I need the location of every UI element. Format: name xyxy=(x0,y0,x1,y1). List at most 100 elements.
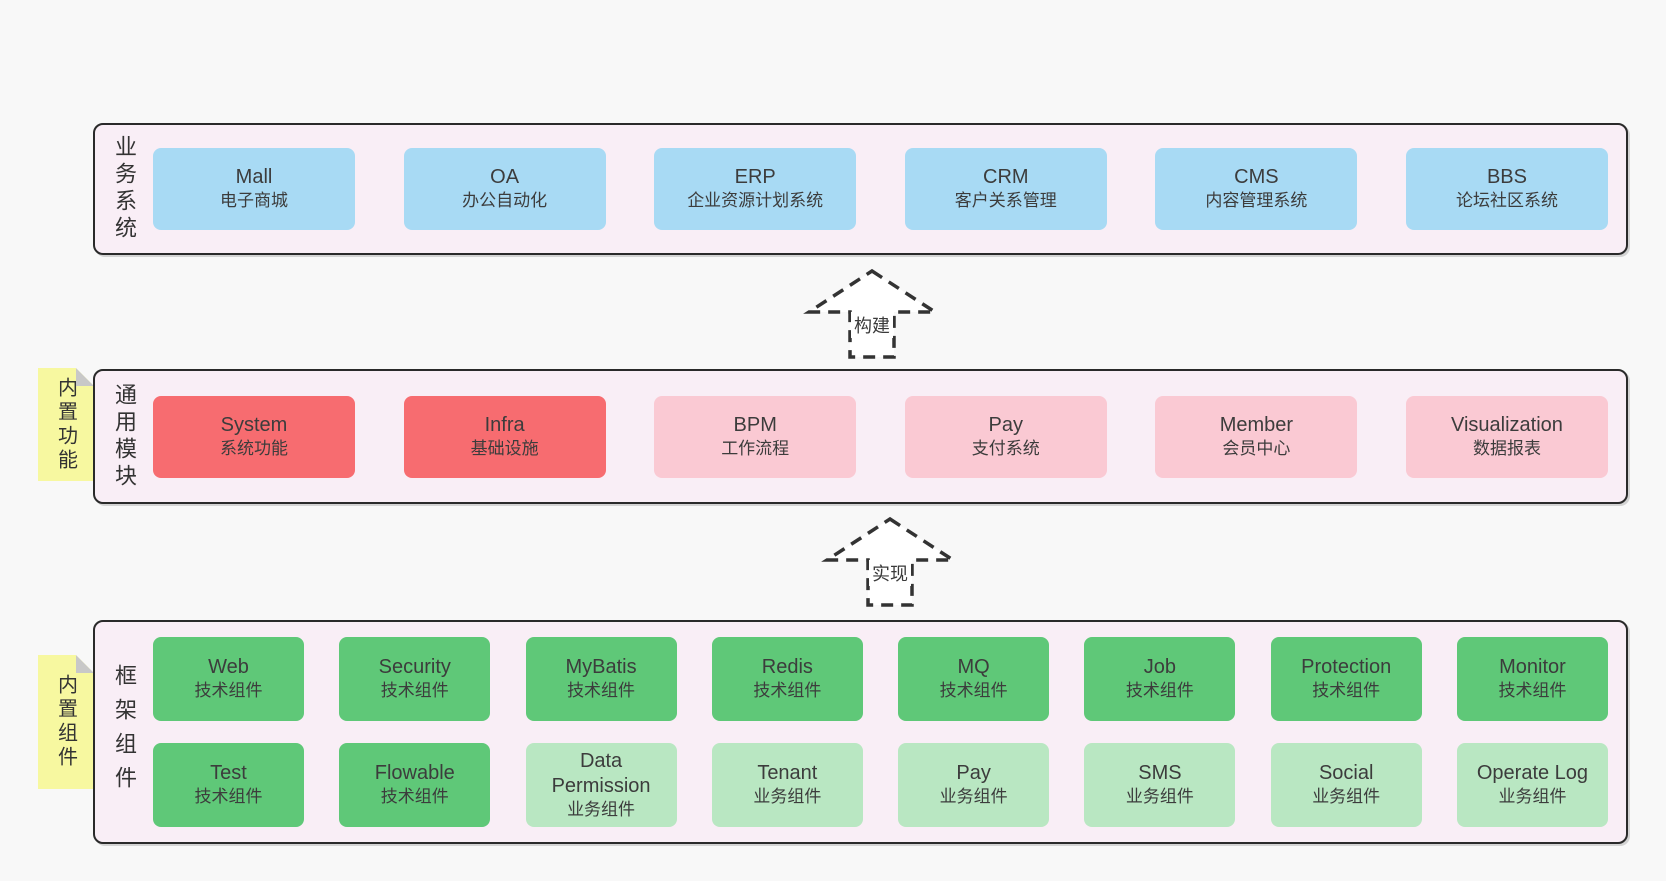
box-subtitle: 技术组件 xyxy=(567,681,636,701)
box-title: Member xyxy=(1219,413,1294,436)
sticky-note-label: 内置功能 xyxy=(54,376,77,473)
box-subtitle: 技术组件 xyxy=(1312,681,1381,701)
box-subtitle: 支付系统 xyxy=(971,438,1040,458)
box-subtitle: 技术组件 xyxy=(380,681,449,701)
box-title: Monitor xyxy=(1499,656,1566,679)
arrow-build: 构建 xyxy=(802,268,942,360)
box-subtitle: 技术组件 xyxy=(194,787,263,807)
box-title: Redis xyxy=(761,656,813,679)
box-title: Operate Log xyxy=(1476,762,1589,785)
box-subtitle: 数据报表 xyxy=(1472,438,1541,458)
box-title: Social xyxy=(1318,762,1374,785)
box-title: Protection xyxy=(1301,656,1392,679)
box-subtitle: 业务组件 xyxy=(567,799,636,819)
layer-title: 通用模块 xyxy=(112,382,137,491)
box-subtitle: 业务组件 xyxy=(1125,787,1194,807)
box-title: Infra xyxy=(484,413,525,436)
box-subtitle: 技术组件 xyxy=(753,681,822,701)
box-subtitle: 工作流程 xyxy=(721,438,790,458)
box-title: Data Permission xyxy=(551,749,651,797)
box-subtitle: 客户关系管理 xyxy=(954,191,1057,211)
box-subtitle: 业务组件 xyxy=(1312,787,1381,807)
box-subtitle: 技术组件 xyxy=(380,787,449,807)
box-title: BPM xyxy=(733,413,777,436)
arrow-build-label: 构建 xyxy=(851,312,893,338)
box-title: OA xyxy=(490,166,520,189)
box-title: SMS xyxy=(1138,762,1182,785)
layer-label-column: 业务系统 xyxy=(95,125,153,253)
box-subtitle: 办公自动化 xyxy=(462,191,548,211)
box-title: Pay xyxy=(988,413,1024,436)
arrow-implement-label: 实现 xyxy=(869,560,911,586)
box-title: Flowable xyxy=(374,762,455,785)
box-title: System xyxy=(220,413,288,436)
sticky-note-builtin-features: 内置功能 xyxy=(38,368,94,481)
layer-title: 业务系统 xyxy=(112,135,137,243)
box-subtitle: 技术组件 xyxy=(939,681,1008,701)
box-title: CMS xyxy=(1234,166,1279,189)
box-title: Web xyxy=(208,656,249,679)
box-subtitle: 论坛社区系统 xyxy=(1455,191,1558,211)
box-subtitle: 业务组件 xyxy=(753,787,822,807)
box-title: MyBatis xyxy=(565,656,637,679)
box-subtitle: 会员中心 xyxy=(1222,438,1291,458)
box-title: Security xyxy=(378,656,451,679)
box-title: CRM xyxy=(983,166,1029,189)
box-title: Job xyxy=(1143,656,1177,679)
box-title: Test xyxy=(210,762,247,785)
box-subtitle: 业务组件 xyxy=(939,787,1008,807)
box-subtitle: 业务组件 xyxy=(1498,787,1567,807)
sticky-note-label: 内置组件 xyxy=(54,674,77,770)
box-subtitle: 基础设施 xyxy=(470,438,539,458)
box-title: Tenant xyxy=(757,762,818,785)
box-subtitle: 系统功能 xyxy=(220,438,288,458)
note-fold-icon xyxy=(76,655,94,673)
box-title: ERP xyxy=(734,166,776,189)
layer-label-column: 框架组件 xyxy=(95,622,153,842)
note-fold-icon xyxy=(76,368,94,386)
box-title: BBS xyxy=(1486,166,1527,189)
box-subtitle: 技术组件 xyxy=(1498,681,1567,701)
box-title: MQ xyxy=(957,656,990,679)
box-title: Visualization xyxy=(1451,413,1563,436)
sticky-note-builtin-components: 内置组件 xyxy=(38,655,94,789)
layer-title: 框架组件 xyxy=(112,664,137,800)
arrow-implement: 实现 xyxy=(820,516,960,608)
